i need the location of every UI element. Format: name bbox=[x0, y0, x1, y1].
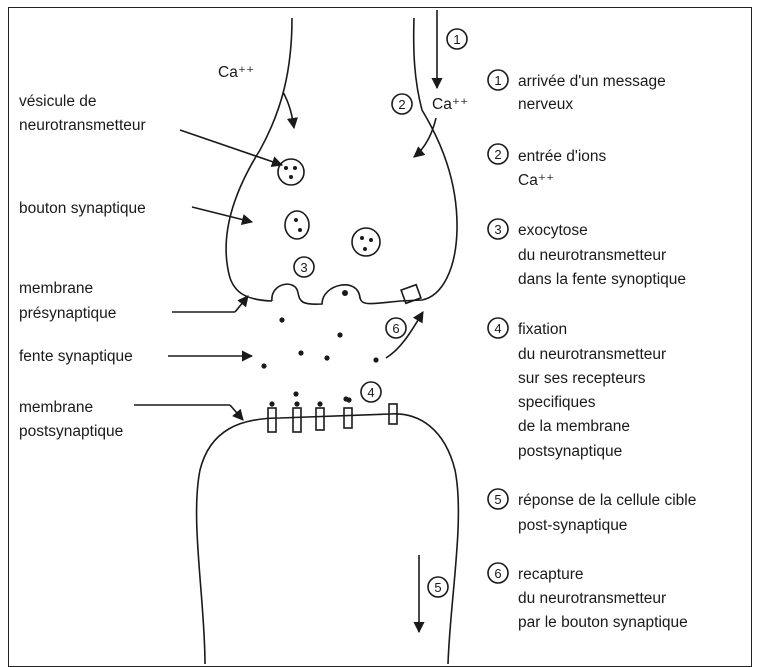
legend-item-3: 3 exocytose du neurotransmetteur dans la… bbox=[488, 219, 686, 288]
svg-text:du neurotransmetteur: du neurotransmetteur bbox=[518, 346, 666, 363]
diagram-number-6: 6 bbox=[386, 318, 406, 338]
svg-text:arrivée d'un message: arrivée d'un message bbox=[518, 73, 666, 90]
svg-text:3: 3 bbox=[300, 260, 307, 275]
svg-text:post-synaptique: post-synaptique bbox=[518, 517, 627, 534]
label-membrane-pre-1: membrane bbox=[19, 280, 93, 297]
diagram-number-3: 3 bbox=[294, 257, 314, 277]
legend-item-1: 1 arrivée d'un message nerveux bbox=[488, 70, 666, 113]
label-ca-top: Ca⁺⁺ bbox=[218, 64, 254, 81]
svg-text:1: 1 bbox=[453, 32, 460, 47]
svg-text:specifiques: specifiques bbox=[518, 394, 596, 411]
svg-text:nerveux: nerveux bbox=[518, 96, 573, 113]
pointer-bouton bbox=[192, 207, 252, 222]
svg-text:recapture: recapture bbox=[518, 566, 583, 583]
svg-text:réponse de la cellule cible: réponse de la cellule cible bbox=[518, 492, 696, 509]
svg-text:3: 3 bbox=[494, 222, 501, 237]
svg-text:fixation: fixation bbox=[518, 321, 567, 338]
diagram-number-1: 1 bbox=[447, 29, 467, 49]
svg-text:2: 2 bbox=[494, 147, 501, 162]
svg-text:1: 1 bbox=[494, 73, 501, 88]
legend-item-4: 4 fixation du neurotransmetteur sur ses … bbox=[488, 318, 666, 460]
diagram-number-4: 4 bbox=[361, 382, 381, 402]
svg-text:2: 2 bbox=[398, 97, 405, 112]
svg-text:du neurotransmetteur: du neurotransmetteur bbox=[518, 590, 666, 607]
svg-text:de la membrane: de la membrane bbox=[518, 418, 630, 435]
svg-text:5: 5 bbox=[494, 492, 501, 507]
svg-text:6: 6 bbox=[494, 566, 501, 581]
pointer-membrane-post bbox=[230, 405, 243, 420]
legend-item-2: 2 entrée d'ions Ca⁺⁺ bbox=[488, 144, 607, 189]
arrow-ca-entry-left bbox=[283, 92, 294, 128]
label-bouton: bouton synaptique bbox=[19, 200, 146, 217]
vesicle-2 bbox=[285, 211, 309, 239]
svg-text:par le bouton synaptique: par le bouton synaptique bbox=[518, 614, 688, 631]
legend-item-5: 5 réponse de la cellule cible post-synap… bbox=[488, 489, 696, 534]
label-vesicule-2: neurotransmetteur bbox=[19, 117, 146, 134]
label-ca-right: Ca⁺⁺ bbox=[432, 96, 468, 113]
label-membrane-pre-2: présynaptique bbox=[19, 305, 116, 322]
vesicle-1 bbox=[278, 159, 304, 185]
svg-text:exocytose: exocytose bbox=[518, 222, 588, 239]
vesicle-3 bbox=[352, 228, 380, 256]
arrow-ca-entry-right bbox=[414, 118, 436, 157]
label-membrane-post-2: postsynaptique bbox=[19, 423, 123, 440]
diagram-number-2: 2 bbox=[392, 94, 412, 114]
presynaptic-terminal-outline bbox=[226, 18, 292, 301]
label-membrane-post-1: membrane bbox=[19, 399, 93, 416]
svg-text:dans la fente synoptique: dans la fente synoptique bbox=[518, 271, 686, 288]
svg-text:Ca⁺⁺: Ca⁺⁺ bbox=[518, 172, 554, 189]
pointer-membrane-pre bbox=[235, 296, 248, 312]
exocytosis-molecule bbox=[342, 290, 348, 296]
svg-text:4: 4 bbox=[367, 385, 374, 400]
diagram-number-5: 5 bbox=[428, 577, 448, 597]
svg-text:entrée d'ions: entrée d'ions bbox=[518, 148, 607, 165]
label-fente: fente synaptique bbox=[19, 348, 133, 365]
svg-text:postsynaptique: postsynaptique bbox=[518, 443, 622, 460]
label-vesicule-1: vésicule de bbox=[19, 93, 97, 110]
svg-text:6: 6 bbox=[392, 321, 399, 336]
legend: 1 arrivée d'un message nerveux 2 entrée … bbox=[488, 70, 696, 631]
svg-text:5: 5 bbox=[434, 580, 441, 595]
svg-text:sur ses recepteurs: sur ses recepteurs bbox=[518, 370, 646, 387]
svg-text:4: 4 bbox=[494, 321, 501, 336]
legend-item-6: 6 recapture du neurotransmetteur par le … bbox=[488, 563, 688, 631]
svg-text:du neurotransmetteur: du neurotransmetteur bbox=[518, 247, 666, 264]
